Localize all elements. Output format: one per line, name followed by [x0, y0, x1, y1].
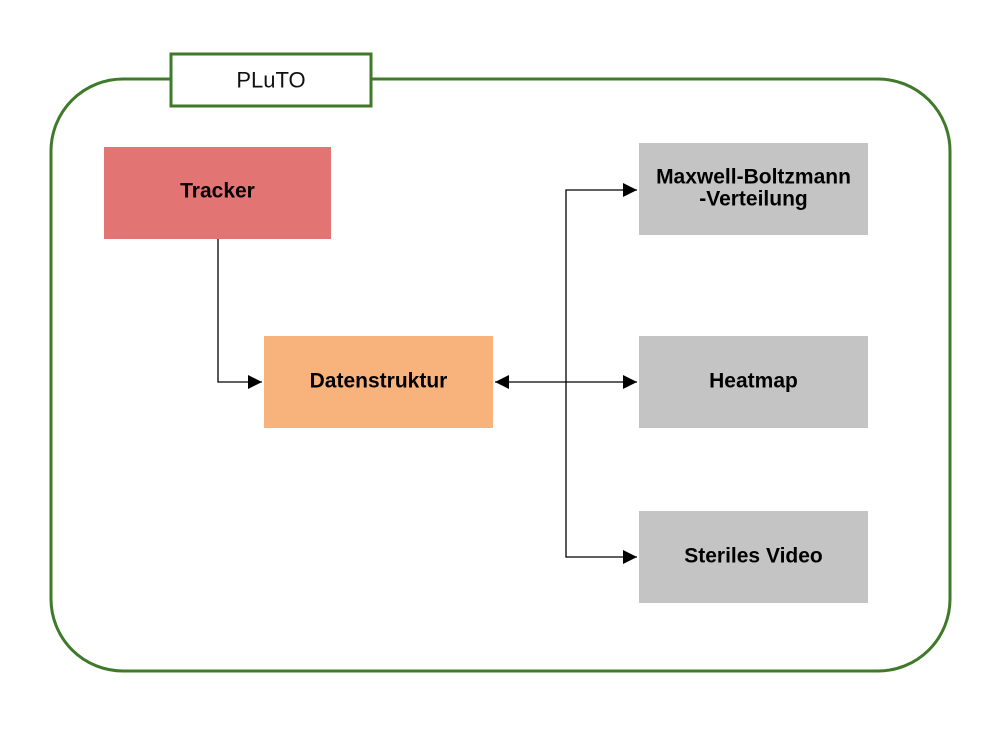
node-heatmap-box [639, 336, 868, 428]
node-steriles-video: Steriles Video [639, 511, 868, 603]
node-tracker-label: Tracker [180, 180, 255, 203]
edge-to-steriles-video [565, 382, 637, 564]
node-heatmap: Heatmap [639, 336, 868, 428]
node-maxwell-box [639, 143, 868, 235]
node-steriles-box [639, 511, 868, 603]
node-datenstruktur-label: Datenstruktur [310, 370, 448, 393]
node-maxwell-label-line2: -Verteilung [699, 188, 808, 211]
pluto-label: PLuTO [236, 68, 305, 93]
node-maxwell-boltzmann: Maxwell-Boltzmann -Verteilung [639, 143, 868, 235]
edge-to-maxwell [565, 183, 637, 382]
node-datenstruktur-box [264, 336, 493, 428]
node-tracker: Tracker [104, 147, 331, 239]
node-heatmap-label: Heatmap [709, 370, 798, 393]
node-tracker-box [104, 147, 331, 239]
node-maxwell-label-line1: Maxwell-Boltzmann [656, 166, 851, 189]
pluto-label-tab [169, 52, 373, 108]
edge-tracker-to-datenstruktur [217, 239, 262, 389]
node-steriles-label: Steriles Video [684, 545, 823, 568]
node-datenstruktur: Datenstruktur [264, 336, 493, 428]
